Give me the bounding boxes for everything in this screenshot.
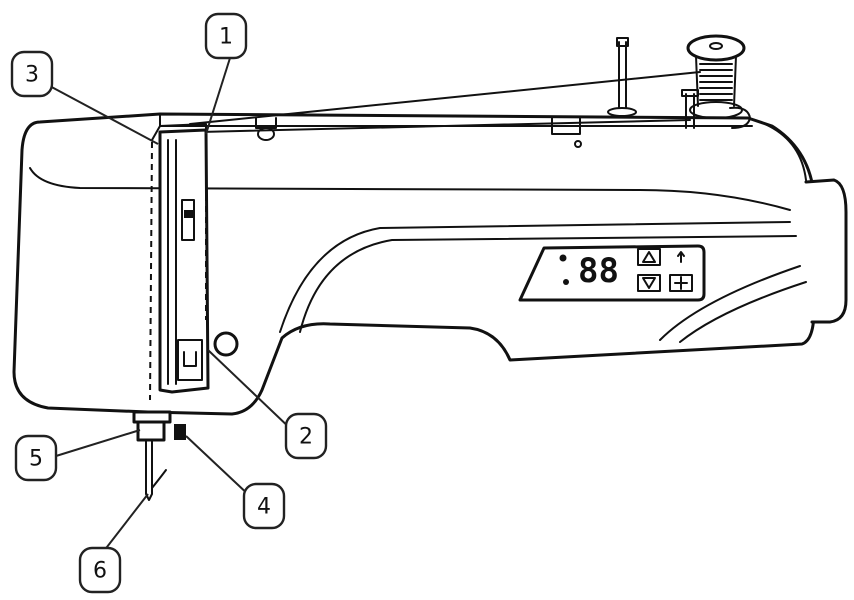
leader-6 [99,493,149,557]
callout-3-box [10,50,54,98]
body-curve-1 [279,221,791,333]
presser-hook [183,351,197,367]
arm-curve [747,117,807,181]
leader-5 [55,429,141,457]
thread-to-guide [189,71,701,125]
spool-thread-lines [699,63,733,101]
spool-pin-base [607,107,637,117]
callout-1-box [204,12,248,60]
leader-1 [205,57,231,135]
callout-3-label: 3 [25,63,39,88]
leader-lines [45,57,295,557]
presser-lever-knob [213,331,239,357]
up-button[interactable] [637,248,661,266]
needle [145,439,153,501]
callout-4-label: 4 [257,495,271,520]
clamp-body [136,420,166,442]
callout-5-box [14,434,58,482]
led-display: 88 [578,251,619,291]
down-arrow-icon [642,277,656,289]
needle-thread [151,469,167,489]
thread-along-top [199,119,691,133]
presser-slot [177,339,203,381]
callout-3: 3 [10,50,54,98]
leader-2 [207,349,295,433]
spool-body [695,55,737,107]
callout-5-label: 5 [29,447,43,472]
indicator-light-bottom [563,279,569,285]
up-arrow-icon [642,251,656,263]
callout-1: 1 [204,12,248,60]
callout-2-box [284,412,328,460]
leader-4 [185,435,253,499]
spool-bottom [689,101,743,119]
callout-1-label: 1 [219,25,233,50]
indicator-light-top [559,254,567,262]
needle-button[interactable] [669,274,693,292]
clamp-screw [174,424,186,440]
rear-guide-bracket [551,117,581,135]
face-plate [158,128,210,394]
needle-position-icon [674,276,688,290]
thread-guide-post [681,89,699,129]
leader-3 [45,83,159,145]
machine-head [12,112,848,416]
body-curve-3 [659,265,801,341]
callout-5: 5 [14,434,58,482]
handwheel [804,178,848,324]
body-curve-2 [299,235,797,333]
callout-6: 6 [78,546,122,594]
spool-assembly [255,34,751,148]
tension-guide [729,106,751,129]
spool-hole [709,42,723,50]
reverse-icon [677,251,685,263]
upper-body-line [29,167,791,211]
take-up-slot [181,199,195,241]
down-button[interactable] [637,274,661,292]
callout-4-box [242,482,286,530]
callout-2-label: 2 [299,425,313,450]
callout-6-box [78,546,122,594]
callout-2: 2 [284,412,328,460]
body-curve-4 [679,281,807,343]
needle-clamp [132,410,186,501]
callout-6-label: 6 [93,559,107,584]
screw-head [574,140,582,148]
take-up-lever [184,210,194,218]
control-panel: 88 [518,244,706,302]
thread-path [189,71,701,133]
callout-4: 4 [242,482,286,530]
thread-guide-bracket [255,117,277,129]
needle-bar-channel [167,139,177,385]
vertical-spool-pin [616,37,629,109]
